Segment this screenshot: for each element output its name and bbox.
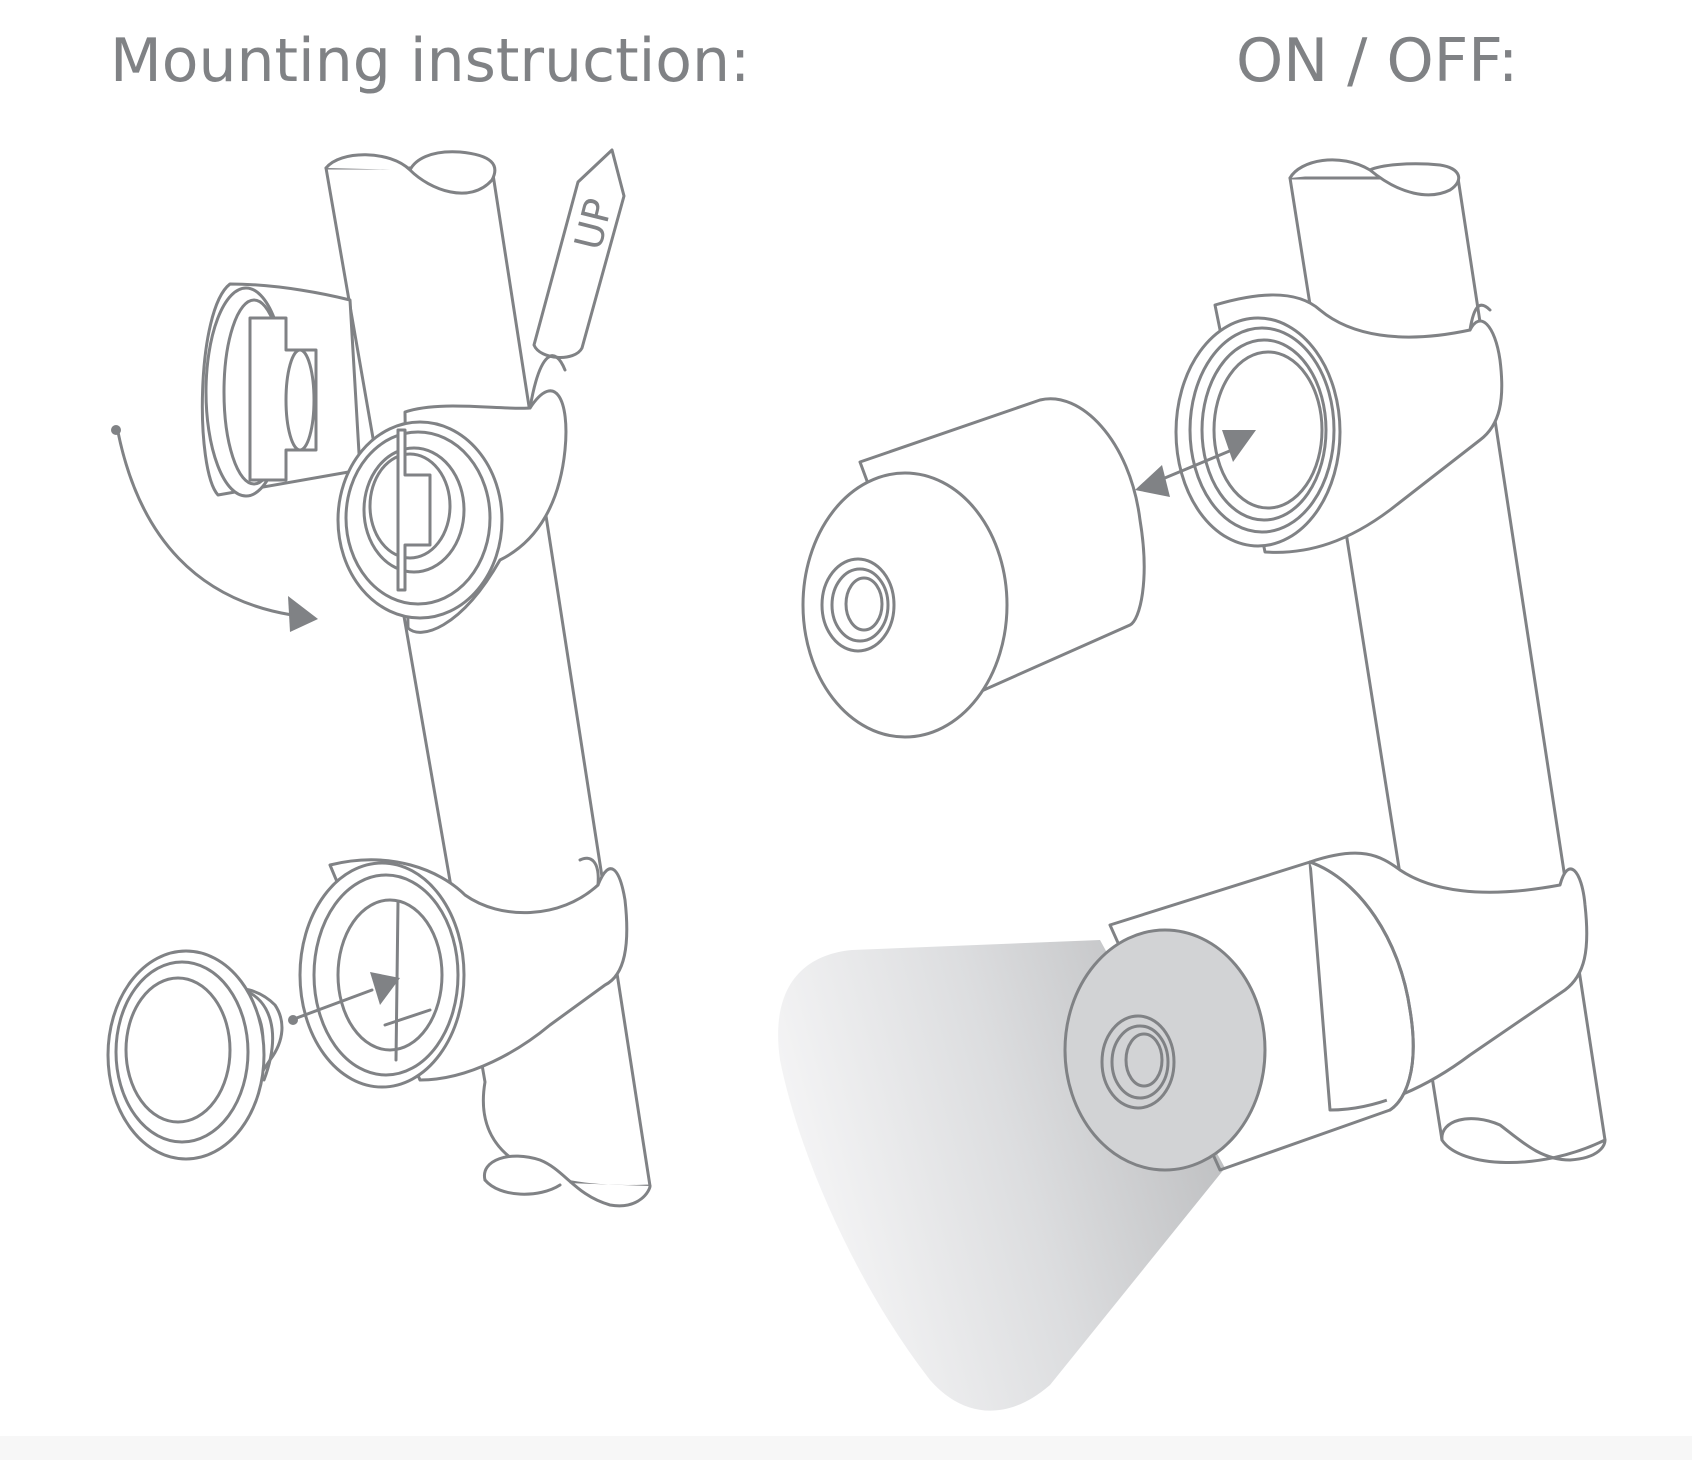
mounting-instruction-title: Mounting instruction: — [110, 26, 751, 96]
bottom-band — [0, 1436, 1692, 1460]
upper-clamp-front — [336, 354, 568, 634]
light-unit-attached — [1063, 860, 1415, 1172]
attach-arrow — [1135, 430, 1256, 497]
screw-cap — [106, 949, 284, 1161]
on-off-diagram — [778, 158, 1607, 1411]
upper-mount-right — [1174, 293, 1504, 554]
insertion-arrow-left — [288, 972, 400, 1025]
lower-mount-right — [1308, 851, 1589, 1112]
light-unit-detached — [801, 397, 1146, 739]
mounting-diagram: UP — [106, 148, 652, 1208]
upper-clamp-back — [200, 282, 362, 498]
on-off-title: ON / OFF: — [1236, 26, 1519, 96]
rotation-arrow — [111, 425, 318, 632]
up-tag: UP — [532, 148, 626, 359]
